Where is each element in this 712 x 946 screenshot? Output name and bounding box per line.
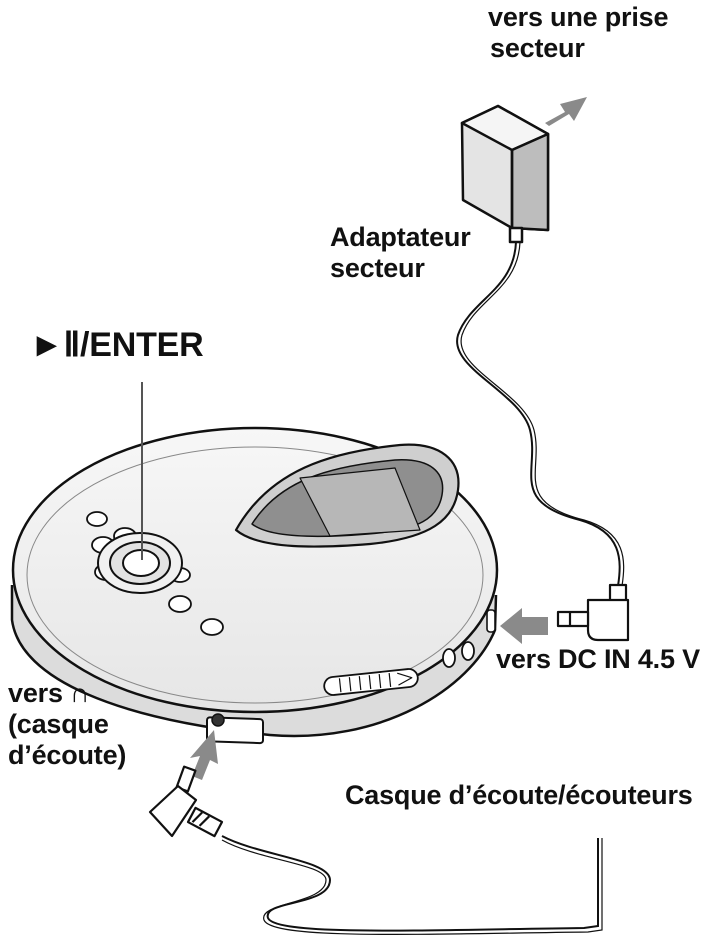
headphone-plug <box>148 765 224 838</box>
label-to-headphone-jack: vers ∩ (casque d’écoute) <box>8 678 126 771</box>
cd-player <box>10 426 499 745</box>
label-to-outlet: vers une prise secteur <box>488 2 668 64</box>
headphone-cable <box>221 835 599 932</box>
label-line: Adaptateur <box>330 222 471 252</box>
label-line: secteur <box>330 253 425 284</box>
arrow-to-headphone-jack <box>190 730 218 780</box>
ac-adapter <box>460 104 550 244</box>
arrow-to-outlet <box>545 97 587 126</box>
label-headphones: Casque d’écoute/écouteurs <box>345 780 693 810</box>
dc-plug <box>556 583 630 642</box>
label-play-pause-enter: ►Ⅱ/ENTER <box>30 326 204 364</box>
label-ac-adapter: Adaptateur secteur <box>330 222 471 284</box>
label-line: vers ∩ <box>8 678 90 708</box>
adapter-cable <box>456 241 621 587</box>
label-line: vers une prise <box>488 2 669 32</box>
label-line: (casque <box>8 709 109 740</box>
label-line: d’écoute) <box>8 740 127 771</box>
label-line: secteur <box>490 33 585 64</box>
label-to-dc-in: vers DC IN 4.5 V <box>496 644 700 674</box>
arrow-to-dc-in <box>500 608 548 644</box>
